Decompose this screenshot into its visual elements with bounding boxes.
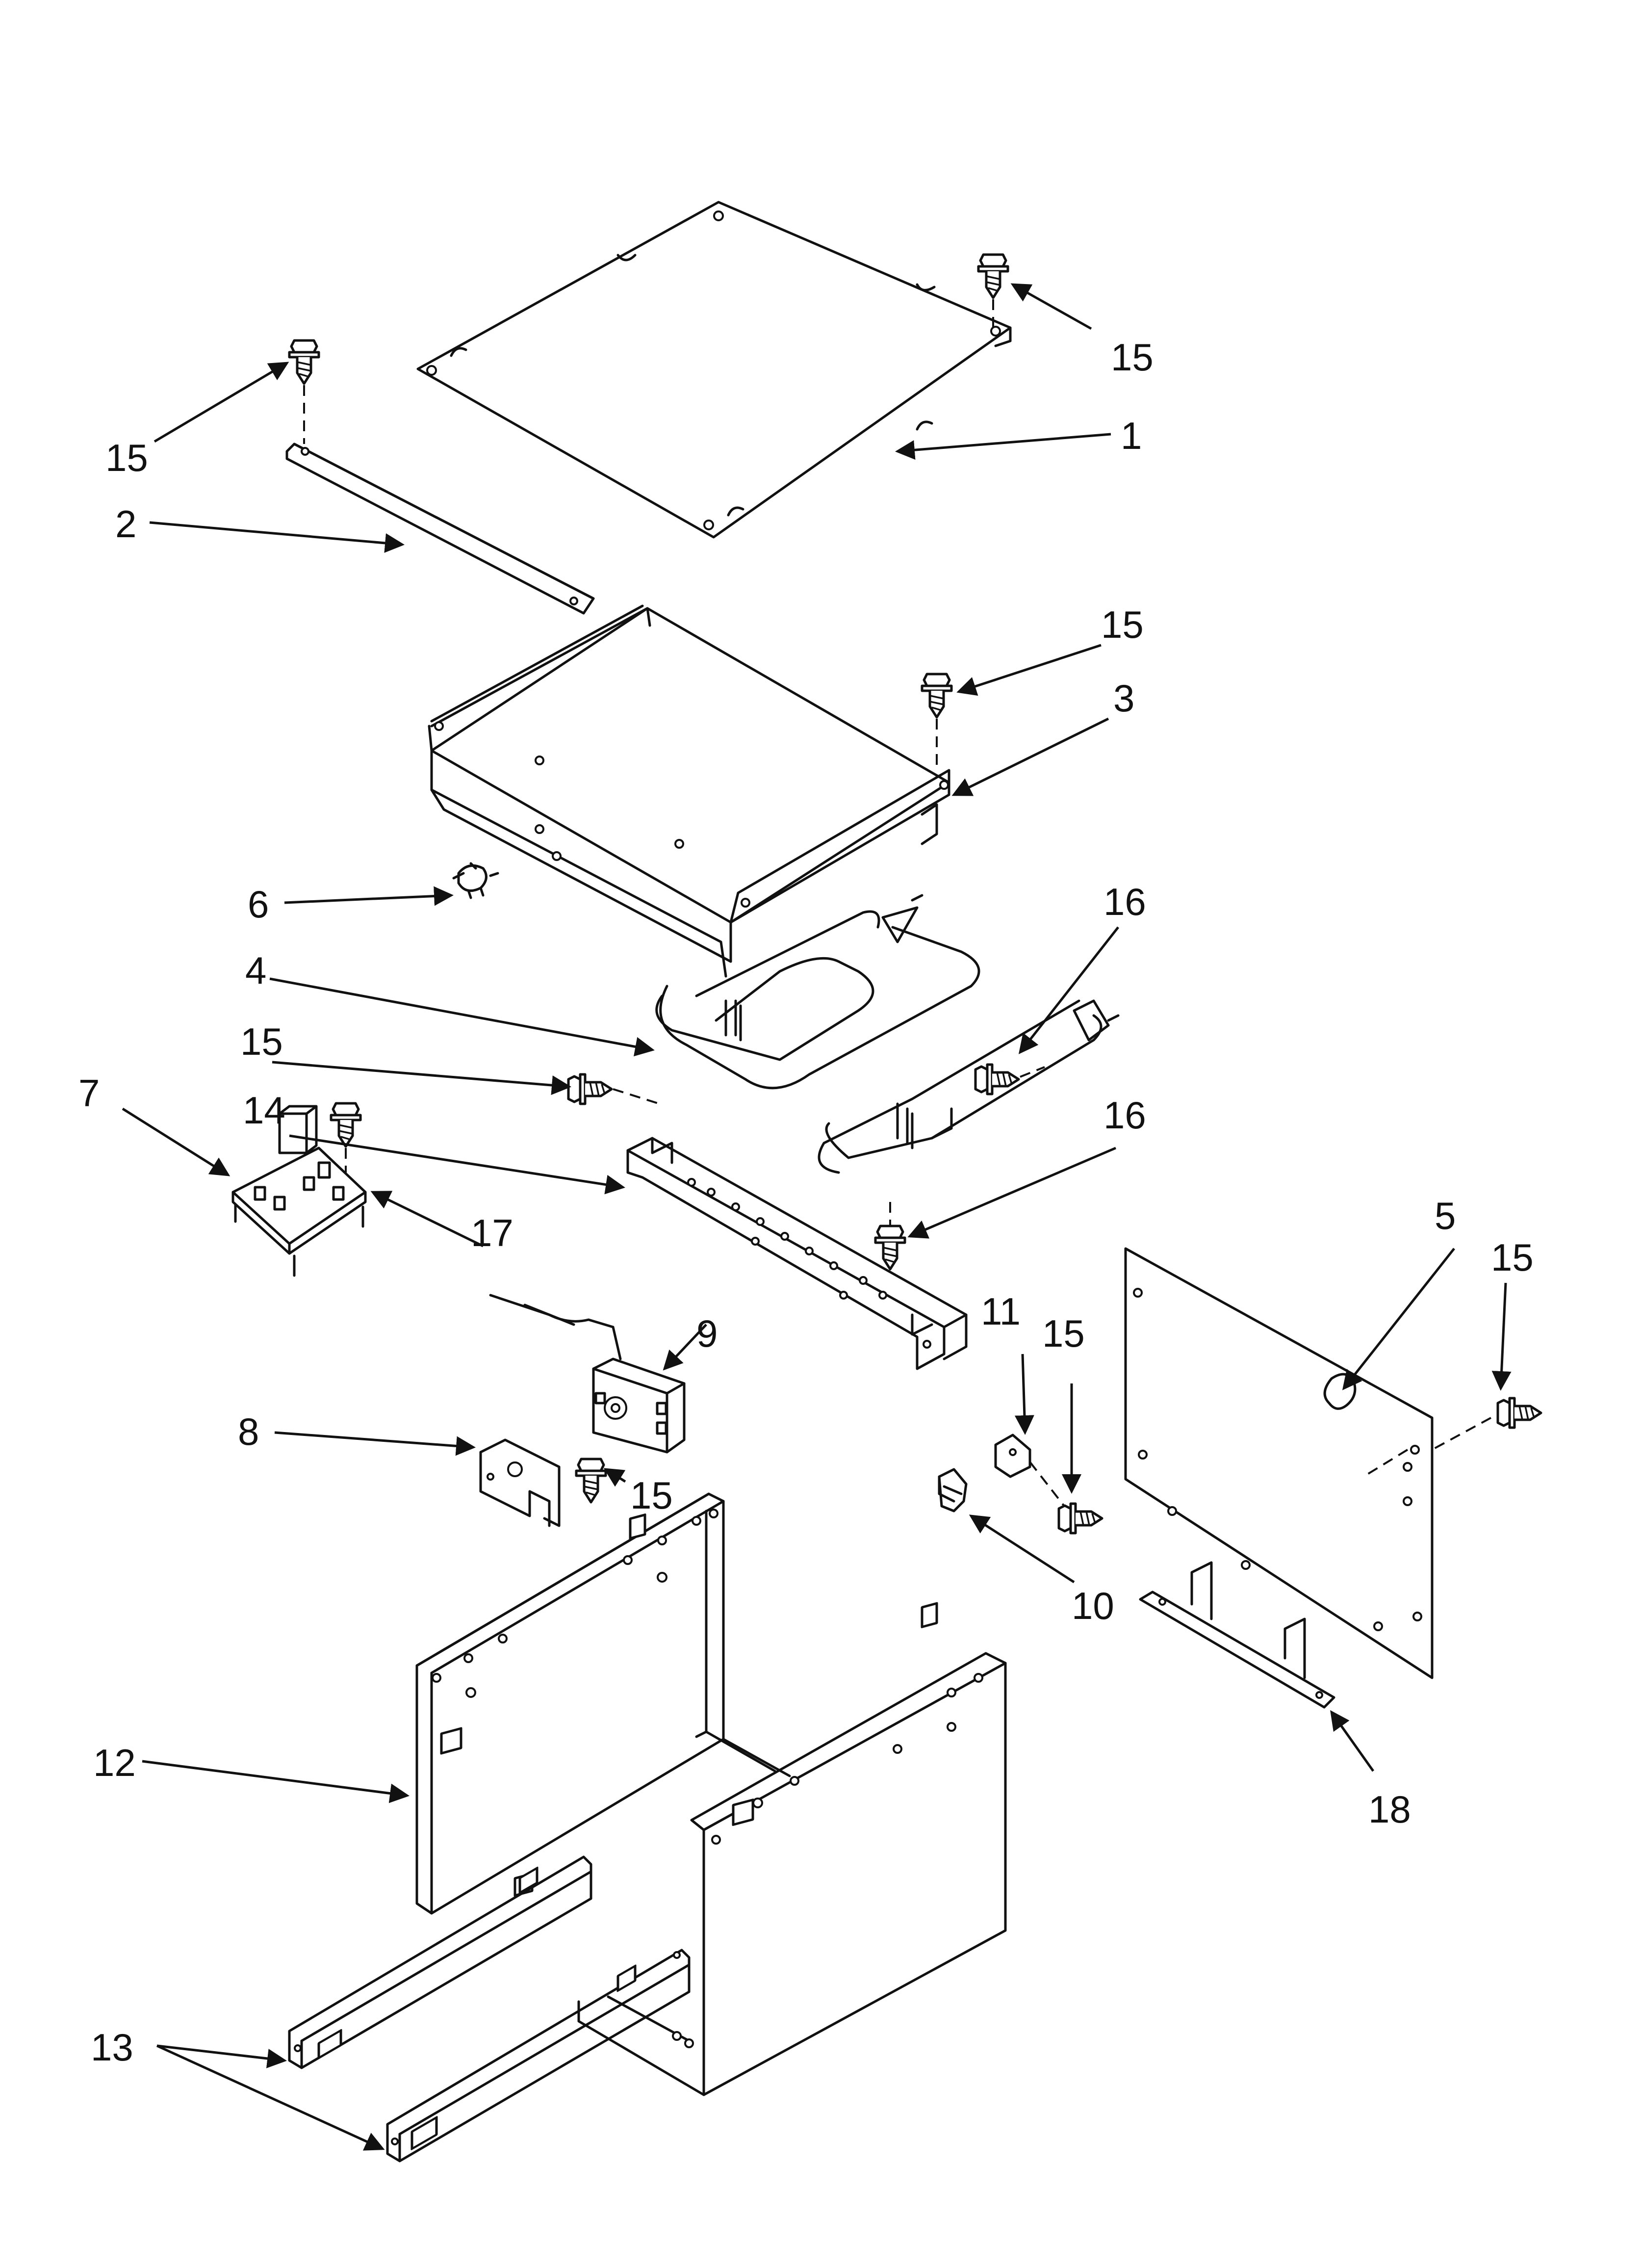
callout-4: 4 [245,949,266,992]
callout-6: 6 [248,883,269,926]
callout-15-a: 15 [1111,336,1154,379]
callout-9: 9 [696,1312,718,1355]
part-11-bracket [994,1434,1031,1478]
callout-15-e: 15 [1042,1312,1085,1355]
screw-15-back-panel [1498,1398,1541,1428]
callout-5: 5 [1435,1194,1456,1237]
callout-3: 3 [1113,677,1134,720]
callout-7: 7 [78,1071,100,1115]
part-7-control-board [231,1105,367,1277]
callout-16-b: 16 [1103,1094,1146,1137]
callout-18: 18 [1368,1788,1411,1831]
callout-1: 1 [1121,414,1142,457]
callout-10: 10 [1072,1584,1114,1627]
callout-8: 8 [238,1410,259,1453]
part-10-clip [938,1468,968,1512]
callout-15-b: 15 [105,436,148,479]
part-18-bracket [1139,1561,1335,1709]
part-8-bracket [479,1438,561,1527]
screw-15-element-bracket [568,1074,612,1104]
callout-labels: 1 2 3 4 5 6 7 8 9 10 11 12 13 14 15 15 1… [78,336,1534,2069]
leader-lines [122,283,1512,2151]
part-5-back-panel [1124,1247,1434,1679]
callout-14: 14 [243,1089,285,1132]
part-6-thermal-switch [452,862,499,899]
part-4-heating-element [655,894,1120,1174]
callout-2: 2 [115,502,136,546]
part-2-side-rail [285,443,595,615]
screw-15-tray [922,674,951,717]
part-3-tray [428,604,950,978]
screw-15-top-right [978,255,1008,298]
screw-15-top-left [289,340,319,384]
screw-15-thermostat [576,1459,606,1502]
callout-17: 17 [471,1211,513,1254]
part-9-thermostat [489,1294,686,1454]
part-12-frame [415,1492,1007,2096]
part-13-drawer-slides [288,1855,691,2163]
screw-17-board [331,1103,360,1147]
callout-11: 11 [981,1290,1021,1333]
part-14-element-bracket [626,1137,968,1370]
callout-15-f: 15 [630,1474,673,1517]
callout-15-c: 15 [1101,603,1144,646]
part-1-top-cover [416,201,1012,539]
callout-12: 12 [93,1741,136,1784]
screw-16-lower [875,1226,905,1269]
callout-15-d: 15 [240,1020,283,1063]
callout-13: 13 [91,2026,133,2069]
callout-16-a: 16 [1103,880,1146,923]
screw-15-bracket [1059,1504,1102,1533]
callout-15-g: 15 [1491,1236,1534,1279]
